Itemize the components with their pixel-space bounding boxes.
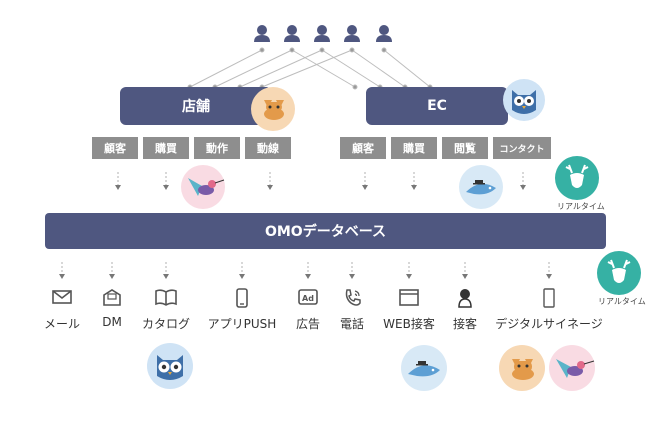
- channel-label-phone: 電話: [339, 317, 365, 331]
- hummingbird-mascot-icon: [549, 345, 595, 391]
- channel-label-web: WEB接客: [383, 317, 435, 331]
- ec-box: EC: [366, 87, 508, 125]
- owl-mascot-icon: [503, 79, 545, 121]
- dolphin-mascot-icon: [401, 345, 447, 391]
- store-tag-action: 動作: [194, 137, 240, 159]
- ec-tag-purchase: 購買: [391, 137, 437, 159]
- hummingbird-mascot-icon: [181, 165, 225, 209]
- channel-label-dm: DM: [102, 315, 122, 329]
- channel-label-staff: 接客: [452, 317, 478, 331]
- user-icons: [254, 25, 392, 42]
- database-label: OMOデータベース: [264, 224, 387, 240]
- deer-mascot-icon: [597, 251, 641, 295]
- omo-database-bar: OMOデータベース: [45, 213, 606, 249]
- store-box: 店舗: [120, 87, 272, 125]
- channel-label-mail: メール: [43, 317, 81, 331]
- realtime-label-ec: リアルタイム: [557, 202, 605, 211]
- channel-label-ad: 広告: [295, 317, 321, 331]
- store-tag-customer: 顧客: [92, 137, 138, 159]
- mail-icon: [52, 290, 72, 304]
- realtime-label-channels: リアルタイム: [598, 297, 646, 306]
- dm-envelope-icon: [103, 289, 121, 306]
- fox-mascot-icon: [251, 87, 295, 131]
- catalog-book-icon: [155, 289, 177, 306]
- ad-icon: Ad: [298, 289, 318, 305]
- channel-label-app-push: アプリPUSH: [207, 317, 277, 331]
- dolphin-mascot-icon: [459, 165, 503, 209]
- deer-mascot-icon: [555, 156, 599, 200]
- ec-tag-contact: コンタクト: [493, 137, 551, 159]
- channel-label-signage: デジタルサイネージ: [495, 317, 603, 331]
- smartphone-icon: [236, 288, 248, 308]
- phone-icon: [345, 289, 361, 306]
- browser-icon: [399, 289, 419, 306]
- channel-label-catalog: カタログ: [141, 317, 191, 331]
- signage-icon: [543, 288, 555, 308]
- ec-tag-customer: 顧客: [340, 137, 386, 159]
- fox-mascot-icon: [499, 345, 545, 391]
- ec-label: EC: [427, 98, 447, 114]
- store-label: 店舗: [182, 99, 210, 115]
- owl-mascot-icon: [147, 343, 193, 389]
- store-tag-flow: 動線: [245, 137, 291, 159]
- svg-text:Ad: Ad: [302, 294, 314, 303]
- staff-icon: [458, 289, 472, 308]
- store-tag-purchase: 購買: [143, 137, 189, 159]
- ec-tag-browse: 閲覧: [442, 137, 488, 159]
